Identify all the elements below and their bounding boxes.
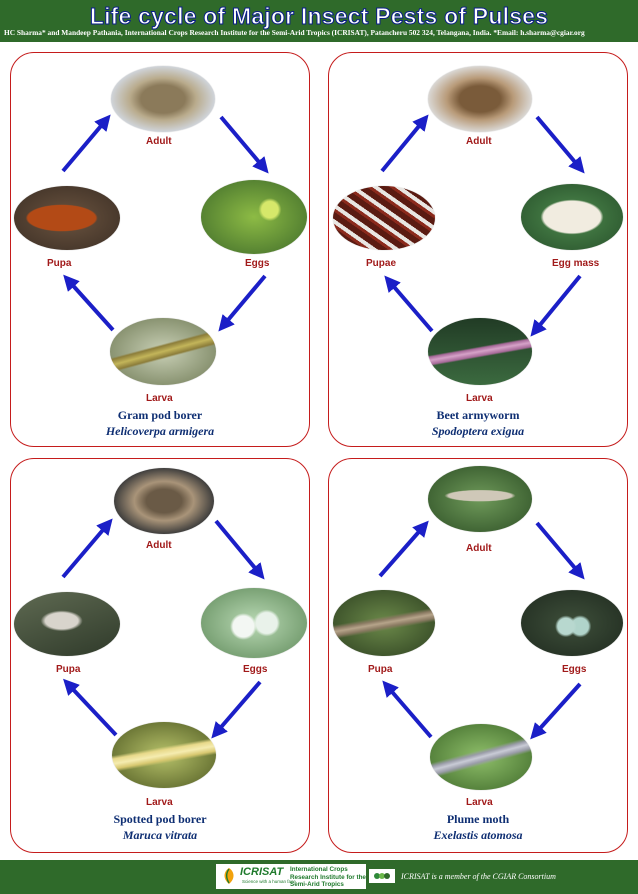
- pupa-photo: [333, 590, 435, 656]
- arrow-pupa-to-adult: [61, 518, 113, 579]
- adult-label: Adult: [146, 136, 172, 147]
- authors-line: HC Sharma* and Mandeep Pathania, Interna…: [4, 28, 585, 37]
- pupae-photo: [333, 186, 435, 250]
- adult-photo: [114, 468, 214, 534]
- arrow-eggs-to-larva: [530, 682, 582, 740]
- arrow-adult-to-egg-mass: [535, 115, 585, 174]
- scientific-name: Maruca vitrata: [122, 828, 198, 842]
- pupa-label: Pupa: [56, 664, 81, 675]
- scientific-name: Exelastis atomosa: [433, 828, 523, 842]
- eggs-photo: [201, 180, 307, 254]
- cgiar-logo-icon: [374, 873, 390, 879]
- arrow-adult-to-eggs: [535, 521, 585, 580]
- scientific-name: Spodoptera exigua: [431, 424, 525, 438]
- eggs-photo: [201, 588, 307, 658]
- common-name: Gram pod borer: [117, 408, 203, 422]
- larva-photo: [110, 318, 216, 385]
- logo-fullname: International Crops Research Institute f…: [290, 866, 366, 888]
- egg-mass-photo: [521, 184, 623, 250]
- eggs-photo: [521, 590, 623, 656]
- eggs-label: Eggs: [245, 258, 270, 269]
- icrisat-leaf-icon: [224, 868, 234, 884]
- arrow-egg-mass-to-larva: [530, 274, 582, 337]
- panel-plume-moth: [328, 458, 628, 853]
- common-name: Plume moth: [446, 812, 510, 826]
- arrow-eggs-to-larva: [218, 274, 267, 332]
- larva-label: Larva: [146, 393, 173, 404]
- pupa-label: Pupa: [368, 664, 393, 675]
- larva-photo: [428, 318, 532, 385]
- header-bar: [0, 0, 638, 42]
- arrow-pupa-to-adult: [378, 520, 429, 578]
- arrow-eggs-to-larva: [211, 680, 262, 739]
- arrow-pupae-to-adult: [380, 114, 429, 173]
- page-title: Life cycle of Major Insect Pests of Puls…: [89, 3, 549, 30]
- arrow-larva-to-pupa: [382, 680, 433, 739]
- adult-label: Adult: [146, 540, 172, 551]
- scientific-name: Helicoverpa armigera: [105, 424, 215, 438]
- panel-gram-pod-borer: [10, 52, 310, 447]
- arrow-adult-to-eggs: [214, 519, 265, 580]
- egg-mass-label: Egg mass: [552, 258, 600, 269]
- larva-label: Larva: [466, 797, 493, 808]
- eggs-label: Eggs: [243, 664, 268, 675]
- arrow-larva-to-pupa: [63, 274, 115, 332]
- pupa-photo: [14, 592, 120, 656]
- adult-label: Adult: [466, 543, 492, 554]
- arrow-larva-to-pupa: [63, 678, 118, 737]
- panel-spotted-pod-borer: [10, 458, 310, 853]
- logo-name: ICRISAT: [240, 866, 284, 878]
- logo-tagline: Science with a human face: [242, 879, 296, 884]
- cgiar-logo: [369, 869, 395, 883]
- adult-photo: [428, 66, 532, 132]
- larva-label: Larva: [146, 797, 173, 808]
- adult-label: Adult: [466, 136, 492, 147]
- eggs-label: Eggs: [562, 664, 587, 675]
- consortium-note: ICRISAT is a member of the CGIAR Consort…: [401, 872, 556, 881]
- adult-photo: [428, 466, 532, 532]
- panel-beet-armyworm: [328, 52, 628, 447]
- common-name: Beet armyworm: [436, 408, 520, 422]
- larva-photo: [112, 722, 216, 788]
- larva-photo: [430, 724, 532, 790]
- pupae-label: Pupae: [366, 258, 397, 269]
- adult-photo: [111, 66, 215, 132]
- arrow-larva-to-pupae: [384, 275, 434, 333]
- common-name: Spotted pod borer: [113, 812, 207, 826]
- pupa-label: Pupa: [47, 258, 72, 269]
- larva-label: Larva: [466, 393, 493, 404]
- arrow-adult-to-eggs: [219, 115, 269, 174]
- icrisat-logo: [216, 864, 366, 889]
- pupa-photo: [14, 186, 120, 250]
- arrow-pupa-to-adult: [61, 114, 111, 173]
